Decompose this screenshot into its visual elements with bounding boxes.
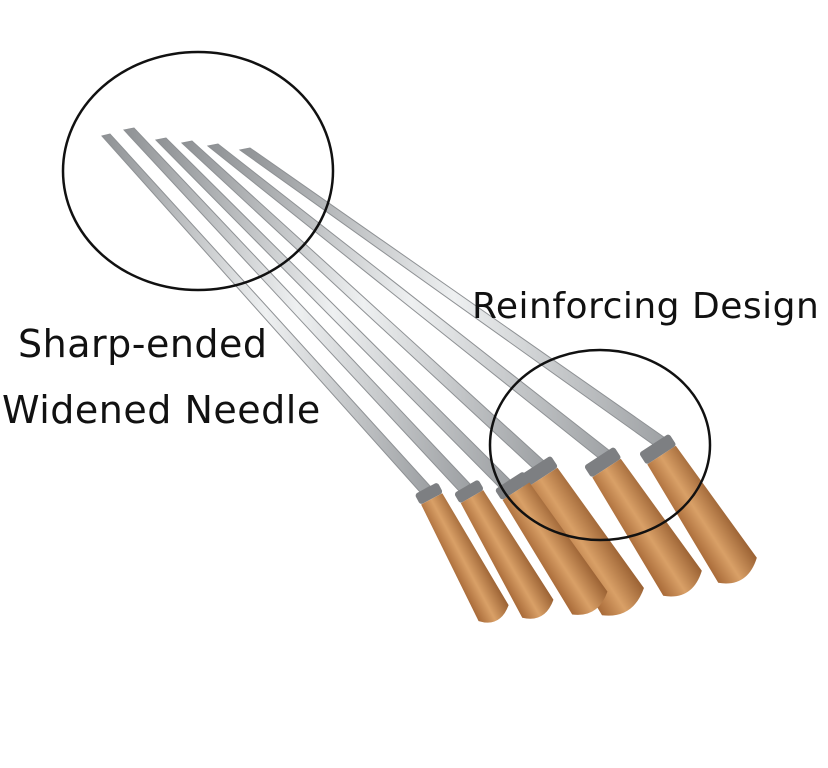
skewer-3: [154, 137, 608, 615]
tip-label-line1: Sharp-ended: [18, 322, 268, 366]
tip-highlight-circle: [61, 50, 335, 292]
skewer-2: [123, 127, 554, 619]
skewer-4: [180, 140, 644, 616]
handle-highlight-circle: [488, 348, 712, 542]
skewer-5: [206, 143, 702, 597]
tip-label-line2: Widened Needle: [2, 388, 321, 432]
skewer-6: [238, 147, 757, 584]
skewer-1: [101, 133, 509, 623]
handle-label: Reinforcing Design: [472, 286, 820, 327]
